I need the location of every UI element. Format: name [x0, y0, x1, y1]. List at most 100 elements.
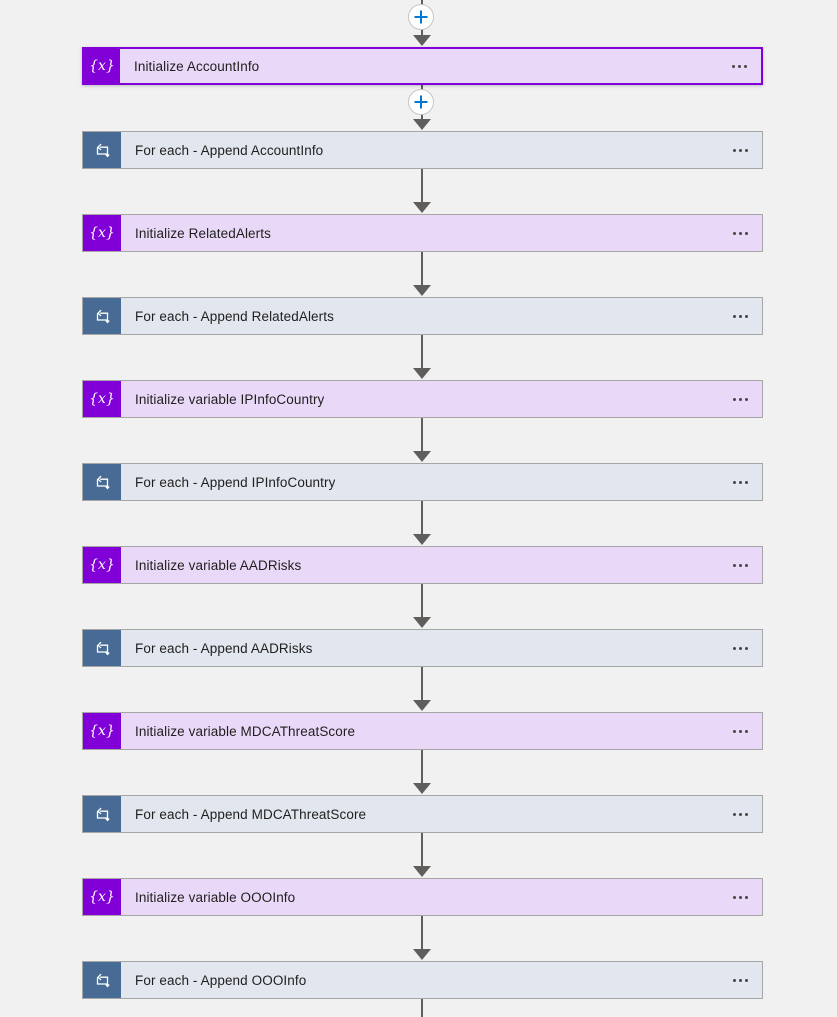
variable-braces-glyph: {x}	[89, 557, 115, 573]
variable-icon: {x}	[83, 215, 121, 251]
step-card-foreach-append-mdcathreatscore[interactable]: For each - Append MDCAThreatScore	[82, 795, 763, 833]
ellipsis-dot	[733, 397, 736, 401]
step-overflow-menu-button[interactable]	[723, 646, 748, 650]
ellipsis-dot	[739, 812, 742, 816]
step-card-body: For each - Append AADRisks	[121, 630, 762, 666]
variable-braces-glyph: {x}	[89, 391, 115, 407]
loop-arrow-icon	[96, 309, 110, 323]
step-card-initialize-variable-oooinfo[interactable]: {x} Initialize variable OOOInfo	[82, 878, 763, 916]
step-card-body: Initialize RelatedAlerts	[121, 215, 762, 251]
connector-line	[421, 335, 423, 369]
step-card-body: Initialize variable OOOInfo	[121, 879, 762, 915]
ellipsis-dot	[733, 314, 736, 318]
ellipsis-dot	[733, 563, 736, 567]
step-title: For each - Append OOOInfo	[135, 972, 307, 988]
arrow-down-icon	[413, 368, 431, 379]
loop-icon	[83, 630, 121, 666]
step-overflow-menu-button[interactable]	[723, 812, 748, 816]
ellipsis-dot	[745, 812, 748, 816]
variable-icon: {x}	[83, 879, 121, 915]
variable-braces-glyph: {x}	[89, 225, 115, 241]
ellipsis-dot	[739, 148, 742, 152]
ellipsis-dot	[745, 314, 748, 318]
step-card-foreach-append-ipinfocountry[interactable]: For each - Append IPInfoCountry	[82, 463, 763, 501]
step-overflow-menu-button[interactable]	[723, 148, 748, 152]
ellipsis-dot	[738, 64, 741, 68]
ellipsis-dot	[739, 646, 742, 650]
connector-line	[421, 252, 423, 286]
add-step-button[interactable]	[408, 89, 434, 115]
step-card-initialize-variable-ipinfocountry[interactable]: {x} Initialize variable IPInfoCountry	[82, 380, 763, 418]
connector-line	[421, 584, 423, 618]
step-card-body: For each - Append AccountInfo	[121, 132, 762, 168]
connector-line	[421, 916, 423, 950]
arrow-down-icon	[413, 285, 431, 296]
step-card-initialize-variable-mdcathreatscore[interactable]: {x}Initialize variable MDCAThreatScore	[82, 712, 763, 750]
step-card-initialize-relatedalerts[interactable]: {x} Initialize RelatedAlerts	[82, 214, 763, 252]
connector-conn-11	[413, 916, 431, 961]
ellipsis-dot	[733, 895, 736, 899]
step-card-initialize-accountinfo[interactable]: {x}Initialize AccountInfo	[82, 47, 763, 85]
step-overflow-menu-button[interactable]	[722, 64, 747, 68]
step-card-foreach-append-accountinfo[interactable]: For each - Append AccountInfo	[82, 131, 763, 169]
ellipsis-dot	[745, 397, 748, 401]
step-card-body: For each - Append RelatedAlerts	[121, 298, 762, 334]
ellipsis-dot	[745, 563, 748, 567]
loop-arrow-icon	[96, 973, 110, 987]
connector-conn-3	[413, 252, 431, 297]
step-overflow-menu-button[interactable]	[723, 231, 748, 235]
step-card-foreach-append-oooinfo[interactable]: For each - Append OOOInfo	[82, 961, 763, 999]
ellipsis-dot	[745, 978, 748, 982]
variable-icon: {x}	[83, 381, 121, 417]
step-overflow-menu-button[interactable]	[723, 978, 748, 982]
connector-line	[421, 667, 423, 701]
step-card-body: Initialize AccountInfo	[120, 49, 761, 83]
add-step-button[interactable]	[408, 4, 434, 30]
step-overflow-menu-button[interactable]	[723, 397, 748, 401]
ellipsis-dot	[739, 895, 742, 899]
plus-icon	[414, 95, 428, 109]
step-card-body: Initialize variable IPInfoCountry	[121, 381, 762, 417]
connector-line	[421, 501, 423, 535]
ellipsis-dot	[739, 563, 742, 567]
arrow-down-icon	[413, 949, 431, 960]
step-card-initialize-variable-aadrisks[interactable]: {x} Initialize variable AADRisks	[82, 546, 763, 584]
connector-line	[421, 999, 423, 1017]
connector-line	[421, 418, 423, 452]
ellipsis-dot	[739, 397, 742, 401]
step-card-foreach-append-aadrisks[interactable]: For each - Append AADRisks	[82, 629, 763, 667]
step-title: Initialize variable AADRisks	[135, 557, 302, 573]
connector-line	[421, 169, 423, 203]
ellipsis-dot	[733, 729, 736, 733]
arrow-down-icon	[413, 617, 431, 628]
step-card-body: For each - Append IPInfoCountry	[121, 464, 762, 500]
step-title: Initialize variable IPInfoCountry	[135, 391, 325, 407]
arrow-down-icon	[413, 451, 431, 462]
ellipsis-dot	[744, 64, 747, 68]
ellipsis-dot	[745, 148, 748, 152]
step-title: For each - Append IPInfoCountry	[135, 474, 336, 490]
step-overflow-menu-button[interactable]	[723, 729, 748, 733]
loop-arrow-icon	[96, 143, 110, 157]
connector-conn-5	[413, 418, 431, 463]
loop-icon	[83, 796, 121, 832]
ellipsis-dot	[733, 231, 736, 235]
step-title: Initialize RelatedAlerts	[135, 225, 271, 241]
variable-braces-glyph: {x}	[89, 723, 115, 739]
step-title: For each - Append MDCAThreatScore	[135, 806, 367, 822]
step-overflow-menu-button[interactable]	[723, 563, 748, 567]
ellipsis-dot	[733, 148, 736, 152]
connector-conn-8	[413, 667, 431, 712]
step-card-foreach-append-relatedalerts[interactable]: For each - Append RelatedAlerts	[82, 297, 763, 335]
loop-arrow-icon	[96, 475, 110, 489]
variable-braces-glyph: {x}	[89, 889, 115, 905]
ellipsis-dot	[739, 729, 742, 733]
step-overflow-menu-button[interactable]	[723, 314, 748, 318]
ellipsis-dot	[739, 978, 742, 982]
connector-conn-9	[413, 750, 431, 795]
step-overflow-menu-button[interactable]	[723, 480, 748, 484]
step-overflow-menu-button[interactable]	[723, 895, 748, 899]
loop-arrow-icon	[96, 807, 110, 821]
connector-conn-4	[413, 335, 431, 380]
ellipsis-dot	[739, 480, 742, 484]
